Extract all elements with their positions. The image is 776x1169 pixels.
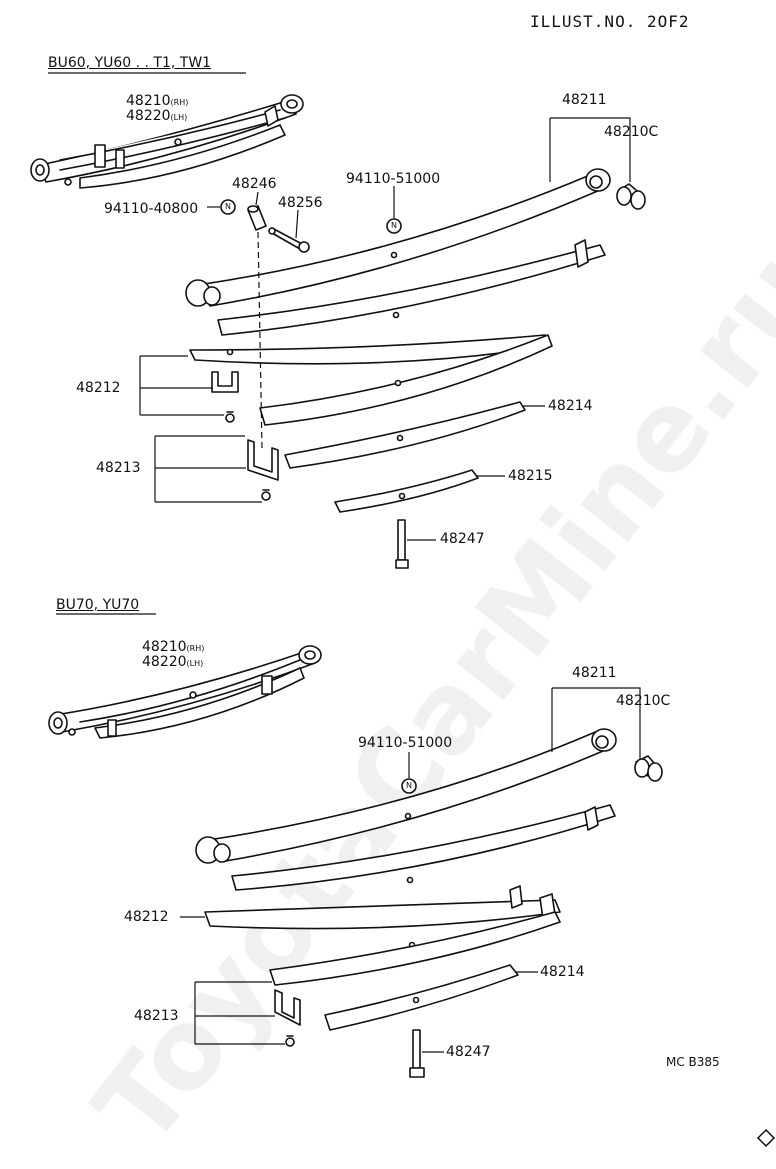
nut-mark-bottom: N bbox=[406, 781, 412, 790]
nut-marker-left-top bbox=[220, 199, 236, 215]
spring-assembly-thumbnail-top bbox=[30, 94, 304, 189]
part-48214-bottom: 48214 bbox=[540, 964, 585, 980]
bolt-48256 bbox=[268, 227, 310, 253]
part-48211-top: 48211 bbox=[562, 92, 607, 108]
part-number: 48210 bbox=[142, 639, 187, 655]
center-bolt-48247-bottom bbox=[409, 1029, 425, 1078]
part-48210c-top: 48210C bbox=[604, 124, 659, 140]
part-48213-bottom: 48213 bbox=[134, 1008, 179, 1024]
part-48210-top: 48210(RH) bbox=[126, 94, 188, 108]
leaf-2-top bbox=[217, 239, 606, 336]
part-48210-bottom: 48210(RH) bbox=[142, 640, 204, 654]
clip-48213-bottom bbox=[274, 989, 301, 1047]
leaf-4-bottom bbox=[269, 911, 561, 986]
part-suffix: (RH) bbox=[170, 98, 189, 107]
leaf-2-bottom bbox=[231, 804, 616, 891]
part-48247-bottom: 48247 bbox=[446, 1044, 491, 1060]
part-94110-40800: 94110-40800 bbox=[104, 201, 199, 217]
leader-lines bbox=[48, 72, 641, 1053]
part-number: 48210 bbox=[126, 93, 171, 109]
part-number: 48220 bbox=[142, 654, 187, 670]
main-leaf-48211-top bbox=[185, 168, 611, 307]
spring-assembly-thumbnail-bottom bbox=[48, 645, 322, 739]
bushing-48210c-top bbox=[616, 183, 646, 210]
part-48212-bottom: 48212 bbox=[124, 909, 169, 925]
nut-marker-bottom bbox=[401, 778, 417, 794]
part-48246: 48246 bbox=[232, 176, 277, 192]
center-bolt-48247-top bbox=[395, 519, 409, 569]
part-48220-bottom: 48220(LH) bbox=[142, 655, 203, 669]
diagram-code: MC B385 bbox=[666, 1055, 720, 1069]
clip-48212-top bbox=[211, 371, 239, 423]
illustration-number: ILLUST.NO. 2OF2 bbox=[530, 12, 690, 31]
leaf-48214-bottom bbox=[324, 964, 519, 1031]
part-48256: 48256 bbox=[278, 195, 323, 211]
part-48214-top: 48214 bbox=[548, 398, 593, 414]
model-label-top: BU60, YU60 . . T1, TW1 bbox=[48, 55, 212, 71]
corner-mark-icon bbox=[756, 1128, 776, 1148]
part-94110-51000-top: 94110-51000 bbox=[346, 171, 441, 187]
leaf-48215-top bbox=[334, 469, 479, 513]
part-48215-top: 48215 bbox=[508, 468, 553, 484]
leaf-48214-top bbox=[284, 401, 526, 469]
part-48247-top: 48247 bbox=[440, 531, 485, 547]
model-label-bottom: BU70, YU70 bbox=[56, 597, 140, 613]
leaf-4-top bbox=[259, 334, 553, 426]
part-suffix: (RH) bbox=[186, 644, 205, 653]
part-48213-top: 48213 bbox=[96, 460, 141, 476]
nut-mark-center-top: N bbox=[391, 221, 397, 230]
clip-48213-top bbox=[247, 439, 279, 501]
nut-mark-left-top: N bbox=[225, 202, 231, 211]
part-48210c-bottom: 48210C bbox=[616, 693, 671, 709]
part-48211-bottom: 48211 bbox=[572, 665, 617, 681]
part-94110-51000-bottom: 94110-51000 bbox=[358, 735, 453, 751]
nut-marker-center-top bbox=[386, 218, 402, 234]
bushing-48210c-bottom bbox=[634, 755, 663, 782]
main-leaf-48211-bottom bbox=[195, 728, 617, 864]
part-suffix: (LH) bbox=[170, 113, 188, 122]
part-48220-top: 48220(LH) bbox=[126, 109, 187, 123]
part-48212-top: 48212 bbox=[76, 380, 121, 396]
pin-48246 bbox=[247, 205, 267, 231]
part-number: 48220 bbox=[126, 108, 171, 124]
part-suffix: (LH) bbox=[186, 659, 204, 668]
